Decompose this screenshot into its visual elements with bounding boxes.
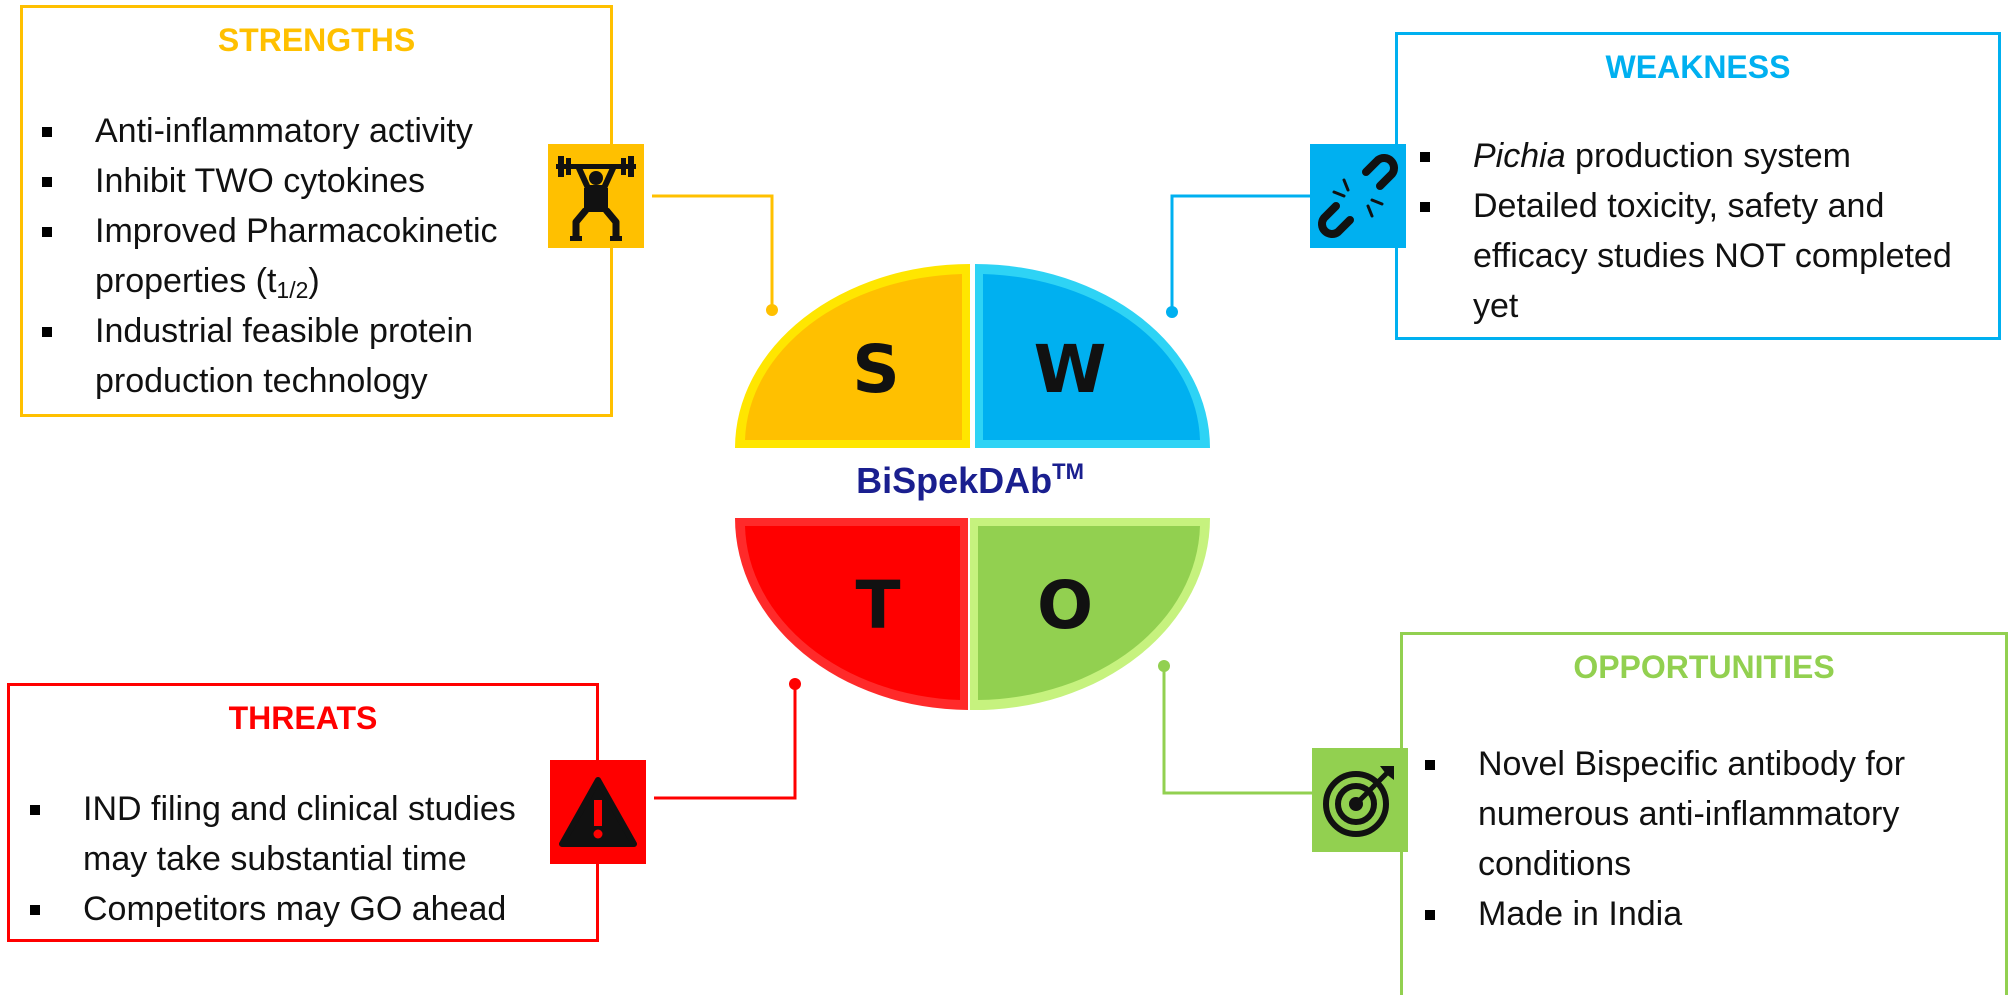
o-quadrant xyxy=(978,526,1200,700)
t-quadrant xyxy=(745,526,960,700)
opportunities-connector-dot xyxy=(1158,660,1170,672)
strengths-connector xyxy=(652,194,774,310)
threats-list: IND filing and clinical studies may take… xyxy=(28,784,568,934)
weakness-connector-dot xyxy=(1166,306,1178,318)
opportunities-title: OPPORTUNITIES xyxy=(1573,649,1835,685)
weakness-list: Pichia production system Detailed toxici… xyxy=(1418,131,1983,331)
w-letter: W xyxy=(1034,331,1107,408)
center-title: BiSpekDAbTM xyxy=(760,460,1180,502)
list-item: Novel Bispecific antibody for numerous a… xyxy=(1423,739,1963,889)
opportunities-connector xyxy=(1162,666,1312,795)
list-item: IND filing and clinical studies may take… xyxy=(28,784,568,884)
center-title-text: BiSpekDAb xyxy=(856,460,1053,501)
list-item: Pichia production system xyxy=(1418,131,1983,181)
threats-box: THREATS IND filing and clinical studies … xyxy=(7,683,599,942)
o-letter: O xyxy=(1037,567,1093,644)
opportunities-list: Novel Bispecific antibody for numerous a… xyxy=(1423,739,1963,939)
w-quadrant xyxy=(983,274,1200,440)
target-icon xyxy=(1312,748,1408,852)
trademark-mark: TM xyxy=(1052,459,1084,484)
list-item: Inhibit TWO cytokines xyxy=(40,156,560,206)
list-item: Industrial feasible protein production t… xyxy=(40,306,560,406)
s-quadrant xyxy=(745,274,962,440)
opportunities-box: OPPORTUNITIES Novel Bispecific antibody … xyxy=(1400,632,2008,995)
swot-shape: S W T O xyxy=(735,264,1210,711)
threats-title: THREATS xyxy=(228,700,378,736)
strengths-title: STRENGTHS xyxy=(217,22,416,58)
weightlifter-icon xyxy=(548,144,644,248)
weakness-title: WEAKNESS xyxy=(1605,49,1791,85)
threats-connector-dot xyxy=(789,678,801,690)
s-letter: S xyxy=(852,331,900,408)
weakness-box: WEAKNESS Pichia production system Detail… xyxy=(1395,32,2001,340)
strengths-box: STRENGTHS Anti-inflammatory activity Inh… xyxy=(20,5,613,417)
pichia-italic: Pichia xyxy=(1473,137,1566,175)
t-letter: T xyxy=(855,567,900,644)
broken-link-icon xyxy=(1310,144,1406,248)
list-item: Detailed toxicity, safety and efficacy s… xyxy=(1418,181,1983,331)
half-life-subscript: 1/2 xyxy=(276,277,309,303)
strengths-connector-dot xyxy=(766,304,778,316)
list-item: Made in India xyxy=(1423,889,1963,939)
threats-connector xyxy=(654,684,797,800)
list-item: Improved Pharmacokinetic properties (t1/… xyxy=(40,206,560,306)
warning-icon xyxy=(550,760,646,864)
list-item: Competitors may GO ahead xyxy=(28,884,568,934)
list-item: Anti-inflammatory activity xyxy=(40,106,560,156)
strengths-list: Anti-inflammatory activity Inhibit TWO c… xyxy=(40,106,560,406)
weakness-connector xyxy=(1170,194,1310,312)
